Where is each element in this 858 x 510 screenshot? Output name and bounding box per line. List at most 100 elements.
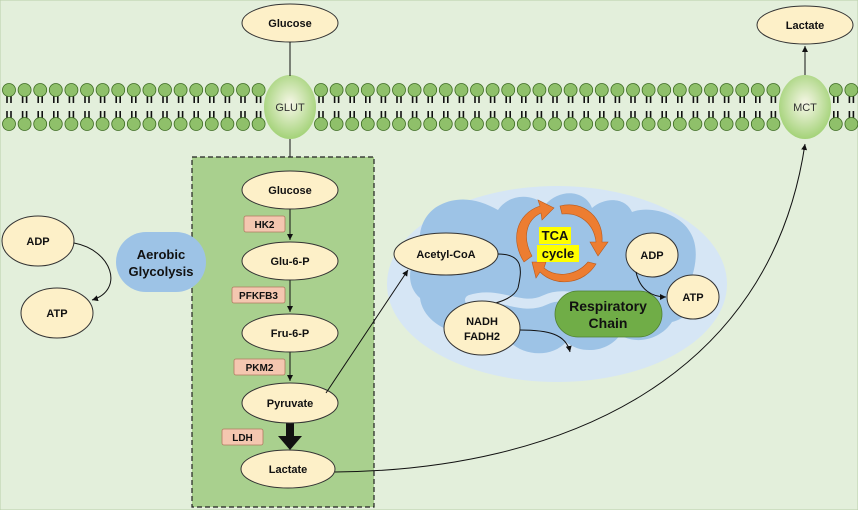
glu6p-label: Glu-6-P [270, 256, 309, 268]
lipid-head [704, 117, 718, 131]
lipid-head [594, 117, 609, 131]
lipid-head [750, 117, 765, 131]
tca-to-nadh-arrow [485, 253, 521, 308]
lipid-head [454, 117, 469, 131]
lipid-head [438, 117, 453, 131]
lipid-head [532, 117, 547, 131]
lipid-head [516, 83, 531, 97]
glucose-extracellular-label: Glucose [268, 18, 311, 30]
glucose-node [241, 170, 339, 210]
adp-left-node [1, 215, 75, 267]
tca-line1: TCA [542, 228, 569, 243]
lipid-head [750, 83, 765, 97]
adp-to-atp-left-arrow [73, 242, 112, 302]
lipid-head [314, 117, 328, 131]
nadh-to-chain-arrow [519, 329, 572, 353]
lactate-to-mct-arrow [334, 143, 808, 473]
lipid-head [111, 117, 126, 131]
lipid-head [17, 83, 32, 97]
lipid-head [126, 83, 141, 97]
lipid-head [189, 83, 204, 97]
lipid-head [766, 117, 781, 131]
lipid-head [719, 117, 734, 131]
lipid-head [828, 83, 843, 97]
lipid-head [64, 83, 79, 97]
lipid-head [251, 117, 266, 131]
lipid-head [516, 117, 531, 131]
lipid-head [407, 83, 422, 97]
lipid-head [610, 83, 625, 97]
lipid-head [142, 83, 157, 97]
lipid-head [828, 117, 843, 131]
atp-right-node [666, 274, 720, 320]
lipid-head [470, 117, 484, 131]
lipid-head [189, 117, 204, 131]
lipid-head [64, 117, 79, 131]
lipid-head [641, 117, 656, 131]
lipid-head [610, 117, 625, 131]
lipid-head [563, 117, 578, 131]
tca-cycle-arrows [516, 199, 609, 283]
lipid-head [95, 83, 110, 97]
tca-highlight-2 [537, 245, 579, 262]
fadh2-label: FADH2 [464, 331, 500, 343]
lipid-head [485, 117, 500, 131]
lipid-head [594, 83, 609, 97]
lipid-head [236, 83, 250, 97]
atp-left-label: ATP [46, 308, 67, 320]
lipid-head [579, 83, 594, 97]
atp-left-node [20, 287, 94, 339]
lipid-head [657, 83, 672, 97]
lipid-head [844, 117, 858, 131]
adp-left-label: ADP [26, 236, 49, 248]
lipid-head [641, 83, 656, 97]
lipid-head [345, 117, 360, 131]
lipid-head [80, 83, 94, 97]
nadh-label: NADH [466, 316, 498, 328]
tca-line2: cycle [542, 246, 575, 261]
lipid-head [158, 117, 172, 131]
lactate-extracellular-node [756, 5, 854, 45]
pyruvate-to-acetyl-coa-arrow [325, 269, 409, 394]
lipid-head [548, 83, 562, 97]
pfkfb3-enzyme [231, 286, 286, 304]
lipid-head [735, 83, 750, 97]
lipid-head [672, 83, 687, 97]
lipid-head [438, 83, 453, 97]
lactate-label: Lactate [269, 464, 308, 476]
adp-right-label: ADP [640, 250, 663, 262]
lipid-head [485, 83, 500, 97]
respiratory-line1: Respiratory [569, 298, 647, 314]
lipid-head [548, 117, 562, 131]
lipid-head [392, 117, 406, 131]
lipid-head [126, 117, 141, 131]
ldh-arrow-head [278, 436, 302, 450]
aerobic-glycolysis-label-box [116, 232, 206, 292]
lipid-head [173, 117, 188, 131]
hk2-label: HK2 [254, 220, 274, 231]
lipid-head [501, 83, 516, 97]
nadh-fadh2-node [443, 300, 521, 356]
cell-membrane [2, 83, 858, 131]
fru6p-node [241, 313, 339, 353]
lipid-head [173, 83, 188, 97]
lipid-head [329, 83, 344, 97]
adp-right-node [625, 232, 679, 278]
lipid-head [501, 117, 516, 131]
lactate-extracellular-label: Lactate [786, 20, 825, 32]
ldh-arrow-shaft [286, 423, 294, 437]
lipid-head [626, 83, 640, 97]
lipid-head [236, 117, 250, 131]
aerobic-line1: Aerobic [137, 247, 185, 262]
lipid-head [33, 83, 48, 97]
lipid-head [142, 117, 157, 131]
respiratory-chain-box [554, 290, 663, 338]
lipid-head [204, 83, 219, 97]
lipid-head [17, 117, 32, 131]
ldh-label: LDH [232, 433, 253, 444]
lipid-head [33, 117, 48, 131]
lipid-head [314, 83, 328, 97]
lipid-head [376, 83, 391, 97]
lipid-head [360, 117, 375, 131]
lipid-head [80, 117, 94, 131]
